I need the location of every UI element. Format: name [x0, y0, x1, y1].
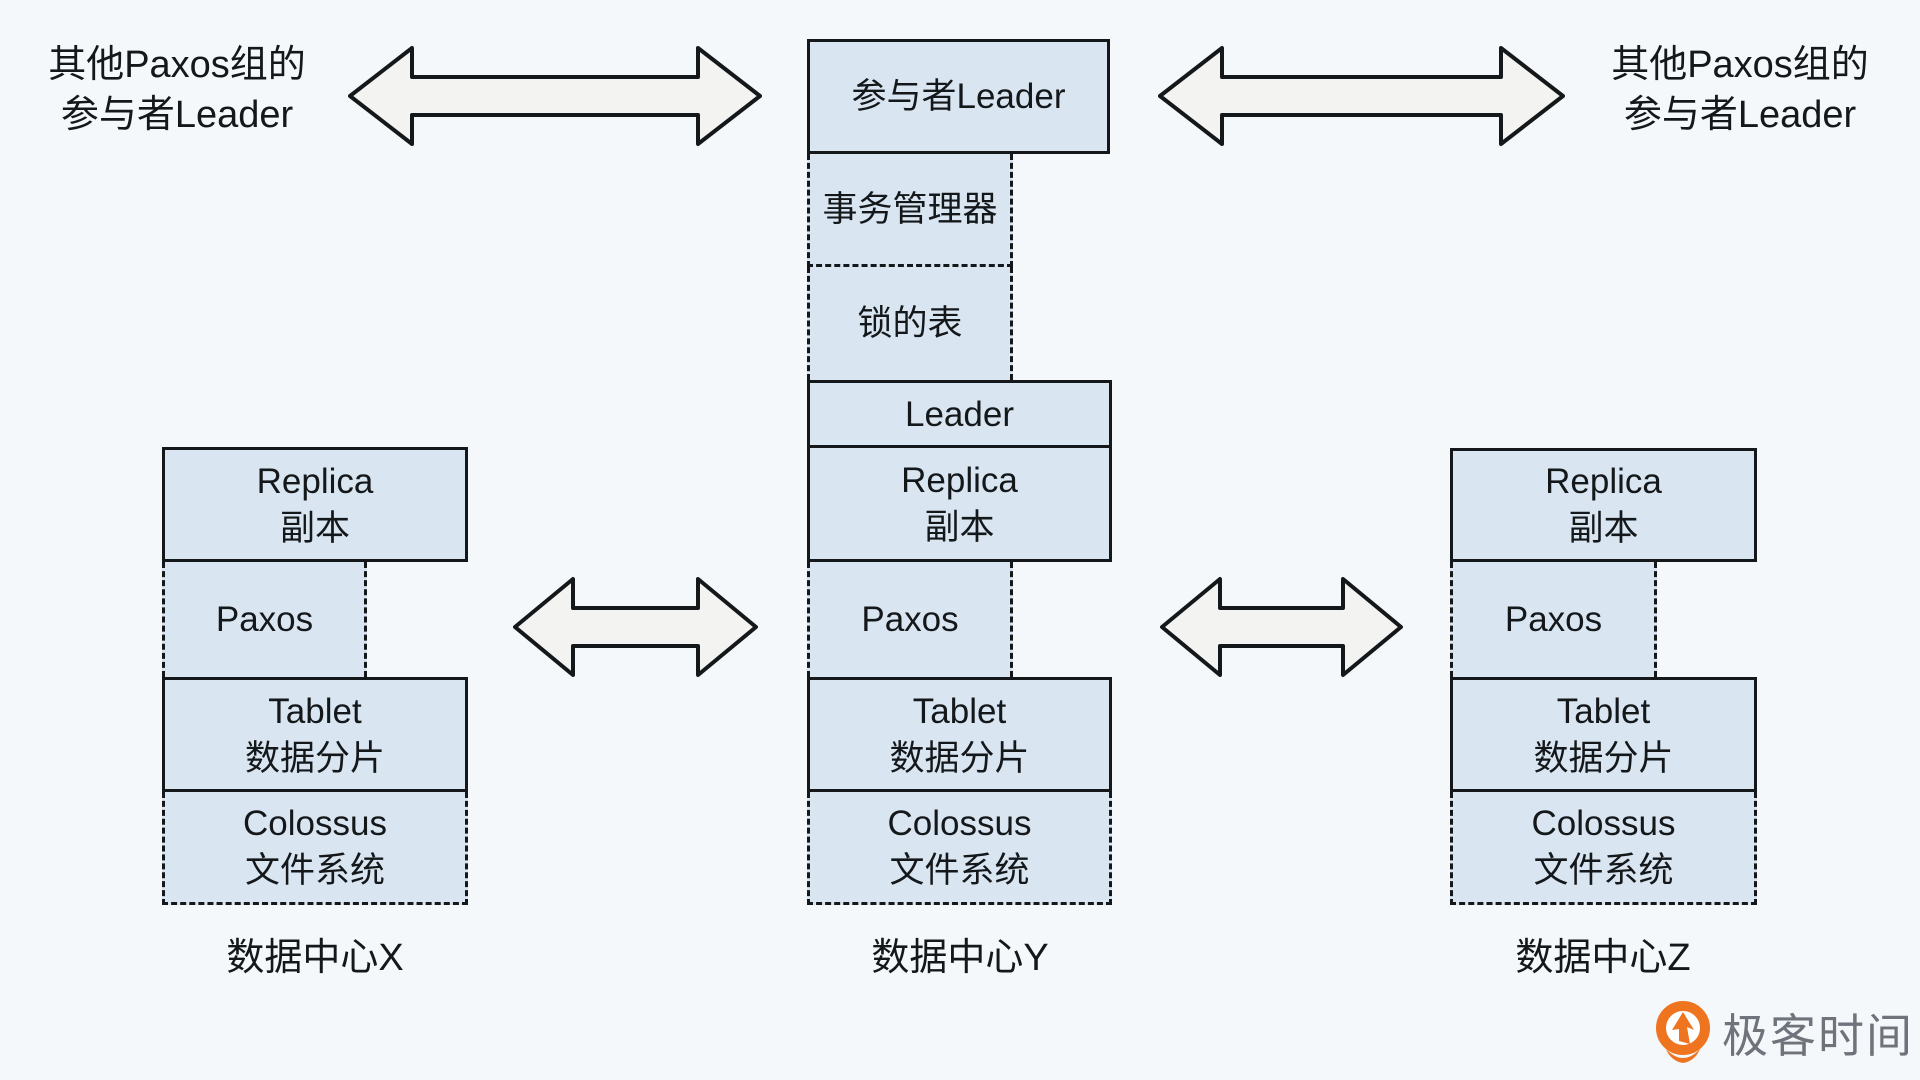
datacenter-y-label: 数据中心Y: [871, 937, 1049, 979]
participant-leader-box: 参与者Leader: [807, 39, 1110, 154]
datacenter-x-label: 数据中心X: [226, 937, 404, 979]
other-paxos-note-left: 其他Paxos组的 参与者Leader: [17, 40, 337, 140]
tablet-box-center: Tablet 数据分片: [807, 677, 1112, 792]
datacenter-z-label: 数据中心Z: [1515, 937, 1691, 979]
replica-box-right: Replica 副本: [1450, 448, 1757, 562]
colossus-box-right: Colossus 文件系统: [1450, 792, 1757, 905]
leader-box: Leader: [807, 380, 1112, 448]
geektime-logo-text: 极客时间: [1722, 1010, 1914, 1062]
double-arrow-icon: [1158, 46, 1565, 146]
other-paxos-note-right: 其他Paxos组的 参与者Leader: [1580, 40, 1900, 140]
double-arrow-icon: [348, 46, 762, 146]
box-label: Replica: [901, 460, 1018, 500]
box-label: 事务管理器: [822, 189, 998, 229]
replica-box-left: Replica 副本: [162, 447, 468, 562]
box-label: Paxos: [1504, 600, 1603, 639]
box-label: Replica: [256, 461, 374, 501]
box-label: Leader: [905, 394, 1014, 434]
box-label: Colossus: [243, 804, 387, 843]
box-label: 文件系统: [1533, 851, 1674, 890]
lock-table-box: 锁的表: [807, 267, 1013, 380]
geektime-logo: 极客时间: [1652, 999, 1914, 1067]
box-label: Tablet: [912, 691, 1007, 731]
box-label: 文件系统: [244, 851, 385, 890]
box-label: Tablet: [1556, 691, 1651, 731]
box-label: 数据分片: [1533, 738, 1674, 778]
box-label: Colossus: [1531, 804, 1676, 843]
tablet-box-left: Tablet 数据分片: [162, 677, 468, 792]
note-line: 其他Paxos组的: [48, 44, 306, 86]
note-line: 参与者Leader: [60, 94, 294, 136]
paxos-box-center: Paxos: [807, 562, 1013, 677]
box-label: 数据分片: [244, 738, 385, 778]
box-label: 文件系统: [889, 851, 1030, 890]
double-arrow-icon: [1160, 577, 1403, 677]
box-label: 数据分片: [889, 738, 1030, 778]
box-label: 参与者Leader: [851, 77, 1066, 116]
replica-box-center: Replica 副本: [807, 448, 1112, 562]
transaction-manager-box: 事务管理器: [807, 154, 1013, 267]
geektime-pin-icon: [1656, 1001, 1710, 1063]
box-label: 锁的表: [857, 304, 963, 343]
box-label: 副本: [279, 508, 350, 548]
box-label: Colossus: [887, 804, 1032, 843]
box-label: 副本: [924, 507, 995, 547]
colossus-box-left: Colossus 文件系统: [162, 792, 468, 905]
double-arrow-icon: [513, 577, 758, 677]
box-label: Paxos: [861, 600, 959, 639]
box-label: 副本: [1568, 509, 1639, 548]
note-line: 其他Paxos组的: [1611, 44, 1869, 86]
box-label: Tablet: [268, 691, 362, 731]
paxos-box-left: Paxos: [162, 562, 367, 677]
box-label: Paxos: [215, 600, 314, 639]
note-line: 参与者Leader: [1623, 94, 1857, 136]
colossus-box-center: Colossus 文件系统: [807, 792, 1112, 905]
box-label: Replica: [1545, 462, 1662, 501]
tablet-box-right: Tablet 数据分片: [1450, 677, 1757, 792]
paxos-box-right: Paxos: [1450, 562, 1657, 677]
